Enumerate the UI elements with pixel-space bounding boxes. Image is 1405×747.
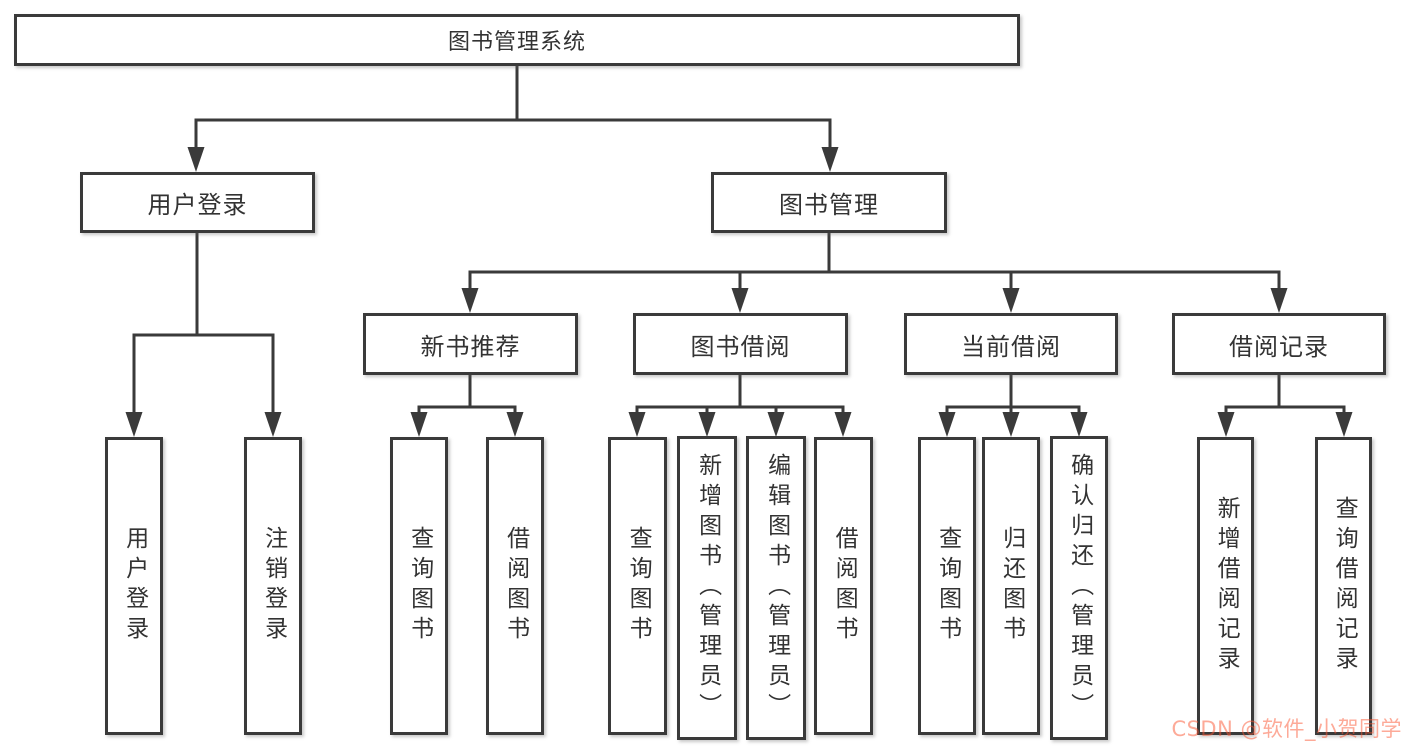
leaf-label: 查询图书: [934, 526, 961, 646]
leaf-label: 新增图书（管理员）: [694, 453, 721, 723]
leaf-label: 借阅图书: [831, 526, 858, 646]
leaf-edit-book-admin: 编辑图书（管理员）: [746, 436, 806, 740]
leaf-label: 查询图书: [625, 526, 652, 646]
leaf-label: 归还图书: [998, 526, 1025, 646]
leaf-confirm-return-admin: 确认归还（管理员）: [1050, 436, 1108, 740]
node-book-management: 图书管理: [711, 172, 947, 233]
node-borrow-records: 借阅记录: [1172, 313, 1386, 375]
leaf-label: 借阅图书: [502, 526, 529, 646]
leaf-query-books-borrow: 查询图书: [608, 437, 667, 735]
leaf-add-book-admin: 新增图书（管理员）: [677, 436, 737, 740]
leaf-logout: 注销登录: [244, 437, 302, 735]
leaf-label: 用户登录: [121, 526, 148, 646]
leaf-label: 编辑图书（管理员）: [763, 453, 790, 723]
node-new-book-recommend: 新书推荐: [363, 313, 578, 375]
leaf-borrow-books: 借阅图书: [814, 437, 873, 735]
node-current-borrow: 当前借阅: [904, 313, 1118, 375]
node-book-borrow: 图书借阅: [633, 313, 848, 375]
node-user-login: 用户登录: [80, 172, 315, 233]
node-root-system: 图书管理系统: [14, 14, 1020, 66]
leaf-label: 查询图书: [406, 526, 433, 646]
leaf-query-books-recommend: 查询图书: [390, 437, 448, 735]
leaf-label: 注销登录: [260, 526, 287, 646]
leaf-add-borrow-record: 新增借阅记录: [1197, 437, 1254, 735]
leaf-return-books: 归还图书: [982, 437, 1040, 735]
leaf-label: 查询借阅记录: [1331, 496, 1358, 676]
leaf-label: 确认归还（管理员）: [1066, 453, 1093, 723]
leaf-borrow-books-recommend: 借阅图书: [486, 437, 544, 735]
leaf-user-login: 用户登录: [105, 437, 163, 735]
leaf-label: 新增借阅记录: [1213, 496, 1240, 676]
leaf-query-books-current: 查询图书: [918, 437, 976, 735]
leaf-query-borrow-record: 查询借阅记录: [1315, 437, 1372, 735]
